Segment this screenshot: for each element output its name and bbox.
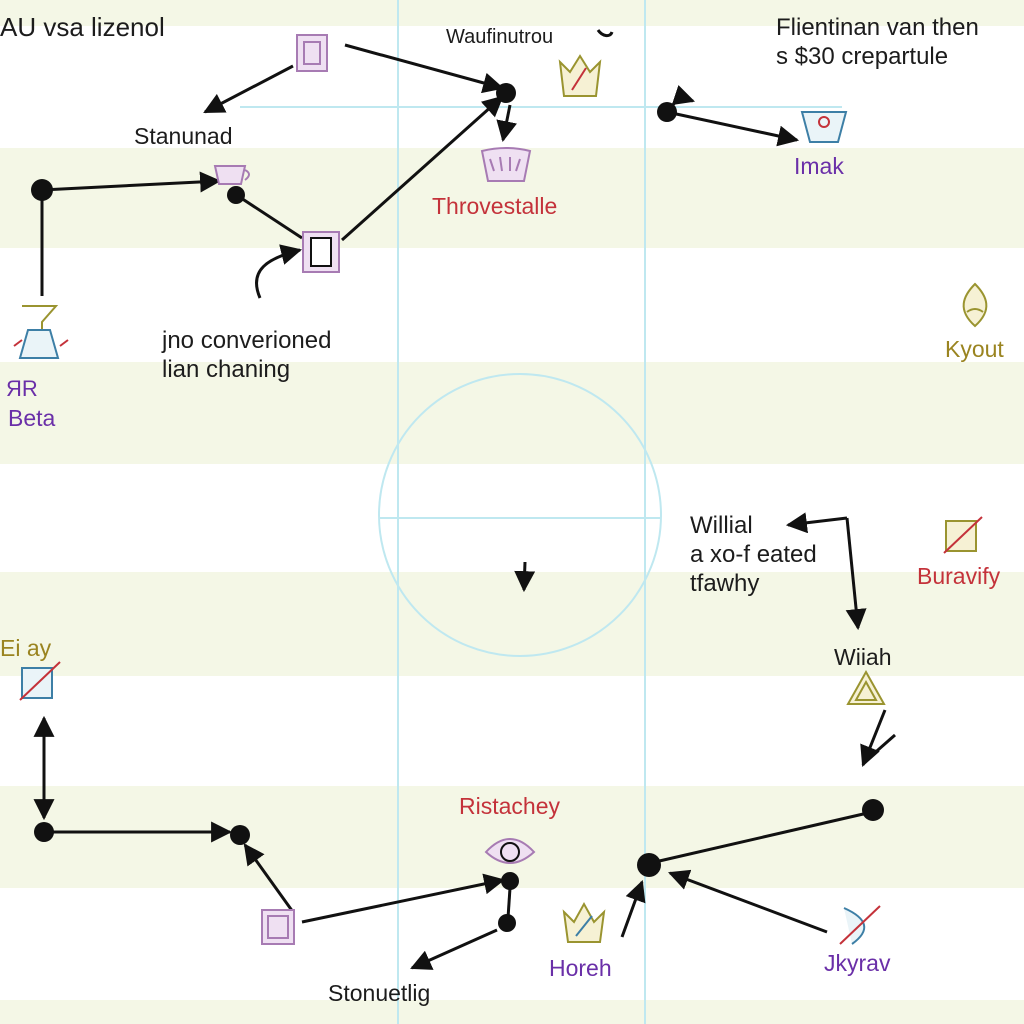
arrow <box>514 561 536 593</box>
label-throvestalle: Throvestalle <box>432 193 558 219</box>
arrow <box>666 110 800 147</box>
center-note-line1: jno converioned <box>162 327 332 354</box>
node <box>227 186 245 204</box>
arrow <box>654 810 873 864</box>
arrow <box>410 928 498 970</box>
side-note: Willial a xo-f eated tfawhy <box>690 512 817 598</box>
bow-icon-jkyrav <box>839 905 881 945</box>
basket-icon-imak <box>800 111 848 143</box>
header-note-line2: s $30 crepartule <box>776 42 949 70</box>
arrow <box>203 64 294 114</box>
node <box>657 102 677 122</box>
node <box>637 853 661 877</box>
arrow <box>254 244 303 299</box>
arrow <box>496 104 518 143</box>
arrow <box>845 517 867 631</box>
label-beta: Beta <box>8 405 56 431</box>
arrow <box>243 843 295 913</box>
crown-icon-horeh <box>562 901 606 943</box>
node <box>31 179 53 201</box>
arrow <box>860 709 887 767</box>
label-stanunad: Stanunad <box>134 123 233 149</box>
center-note: jno converioned lian chaning <box>162 327 331 385</box>
field-stripe <box>0 362 1024 464</box>
label-waufinutrou: Waufinutrou <box>446 26 554 48</box>
door-icon-bottom <box>261 909 295 945</box>
label-stonuetlig: Stonuetlig <box>328 980 431 1006</box>
crown-icon-throvestalle <box>480 147 532 182</box>
field-lines <box>240 0 842 1024</box>
label-jkyrav: Jkyrav <box>824 950 891 976</box>
node <box>496 83 516 103</box>
triangle-icon-wiiah <box>846 669 886 705</box>
field-stripe <box>0 1000 1024 1024</box>
side-note-line2: a xo-f eated <box>690 540 817 568</box>
label-kyout: Kyout <box>945 336 1004 362</box>
header-note: Flientinan van then s $30 crepartule <box>776 14 979 72</box>
pen-icon-buravify <box>943 516 983 554</box>
arrows <box>33 29 896 970</box>
nodes <box>31 83 884 932</box>
diagram-title: AU vsa lizenol <box>0 12 165 42</box>
label-wiiah: Wiiah <box>834 644 892 670</box>
field-stripe <box>0 786 1024 888</box>
node <box>498 914 516 932</box>
arrow <box>301 873 506 924</box>
label-imak: Imak <box>794 153 844 179</box>
arrow <box>620 880 646 938</box>
arrow <box>869 733 896 759</box>
flame-icon-kyout <box>962 282 988 328</box>
side-note-line3: tfawhy <box>690 569 760 597</box>
door-icon-middle <box>302 231 340 273</box>
label-buravify: Buravify <box>917 563 1001 589</box>
field-stripe <box>0 0 1024 26</box>
arrow <box>341 95 504 242</box>
label-beta-prefix: ЯR <box>6 376 38 401</box>
crown-icon <box>558 54 602 97</box>
label-horeh: Horeh <box>549 955 612 981</box>
eye-icon-ristachey <box>484 838 536 864</box>
node <box>501 872 519 890</box>
side-note-line1: Willial <box>690 512 753 539</box>
node <box>34 822 54 842</box>
chalice-icon-beta <box>13 305 69 359</box>
arrow <box>596 29 614 38</box>
arrow <box>785 512 848 534</box>
arrow <box>237 194 303 240</box>
pen-icon-el-ay <box>19 661 61 701</box>
label-ristachey: Ristachey <box>459 793 560 819</box>
arrow <box>344 43 505 94</box>
arrow <box>668 869 828 934</box>
arrow <box>506 887 512 919</box>
arrow <box>41 171 222 193</box>
label-el-ay: Ei ay <box>0 635 52 661</box>
node <box>862 799 884 821</box>
arrow <box>670 85 695 107</box>
header-note-line1: Flientinan van then <box>776 14 979 41</box>
center-note-line2: lian chaning <box>162 355 291 383</box>
center-circle <box>378 373 662 657</box>
node <box>230 825 250 845</box>
door-icon-top <box>296 34 328 72</box>
cup-icon-stanunad <box>213 165 250 185</box>
